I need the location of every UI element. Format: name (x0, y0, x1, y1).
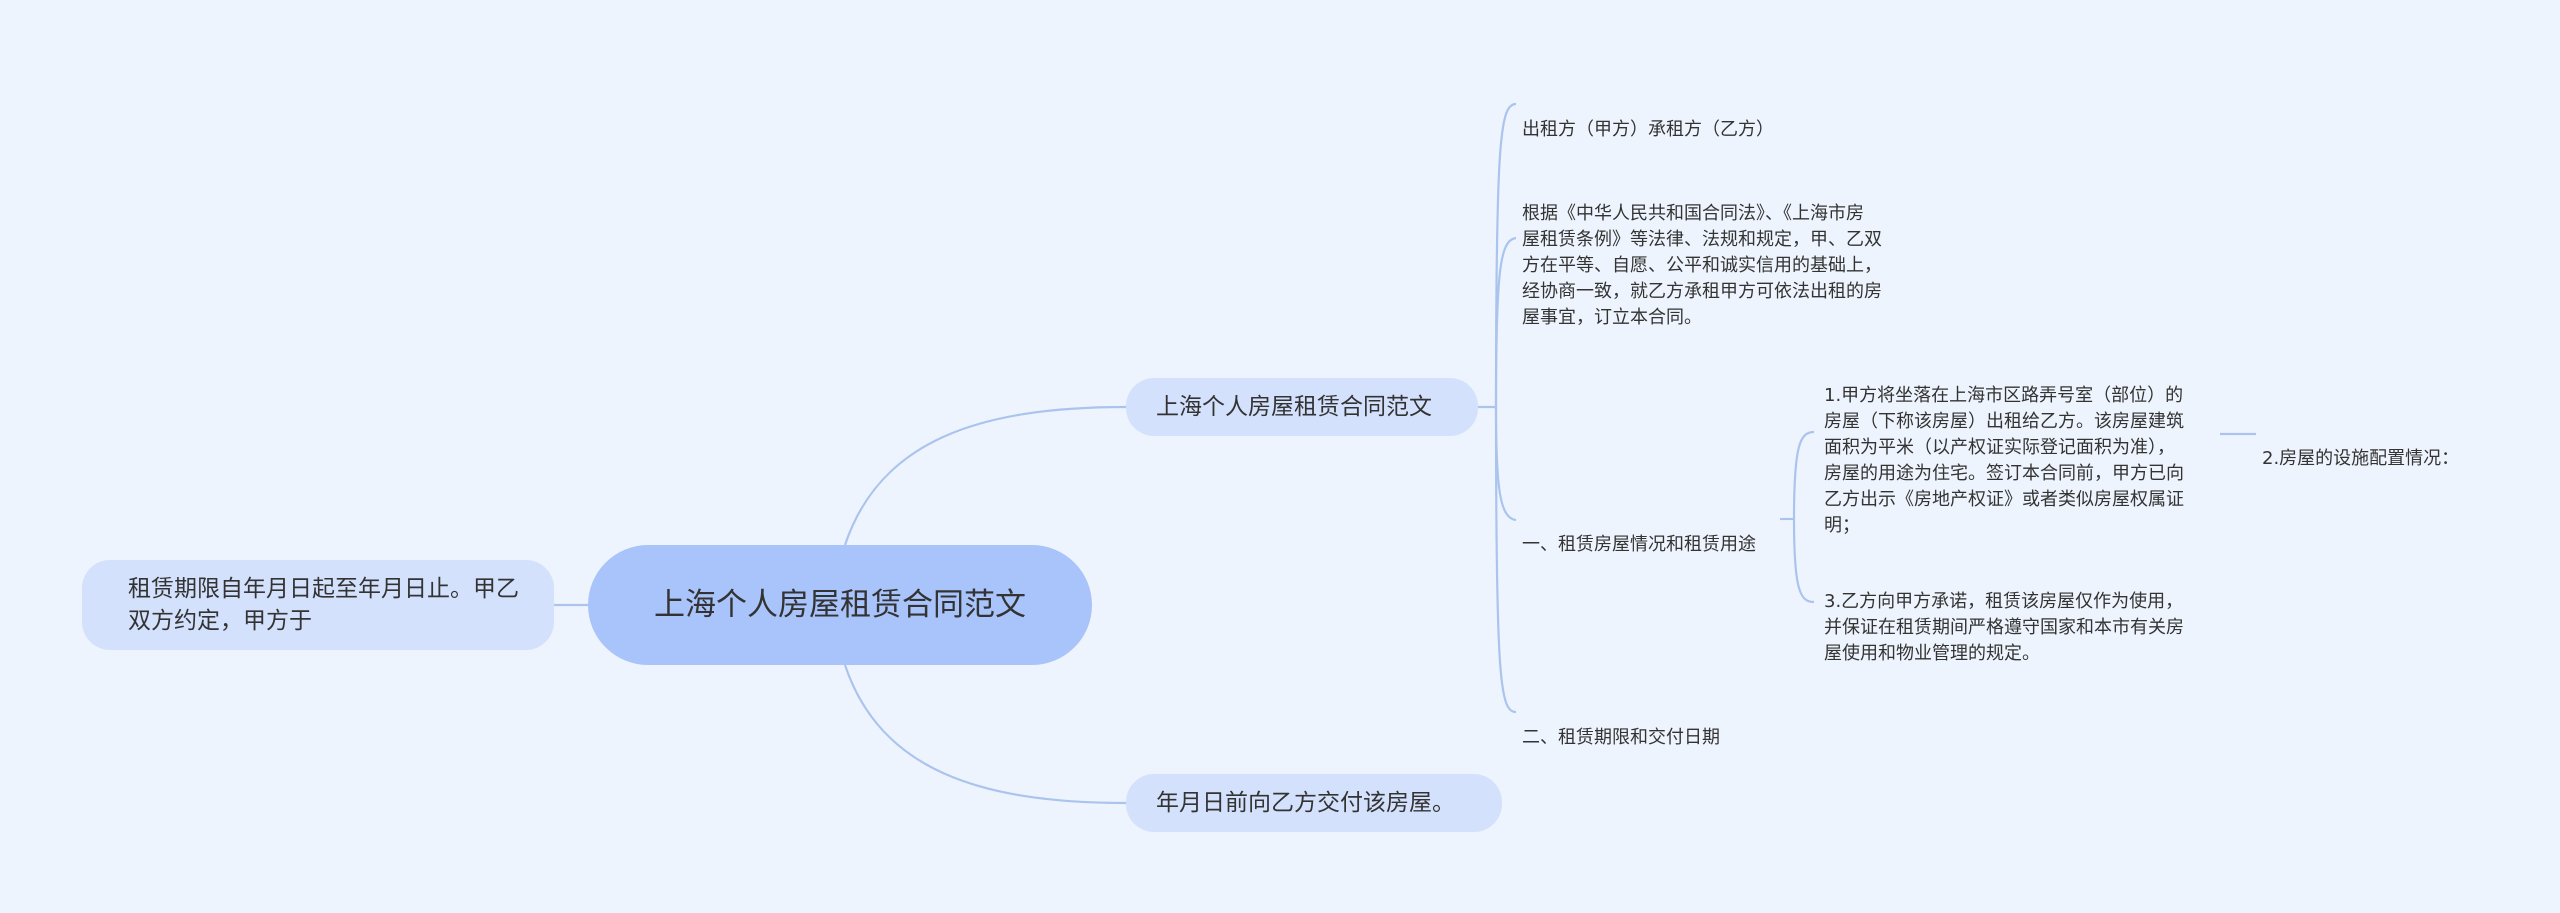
edge-section1-to-item1 (1792, 430, 1815, 520)
edge-section1-to-item3 (1792, 518, 1815, 604)
leaf-preamble[interactable]: 根据《中华人民共和国合同法》、《上海市房 屋租赁条例》等法律、法规和规定，甲、乙… (1522, 175, 1882, 331)
leaf-item2[interactable]: 2.房屋的设施配置情况： (2262, 420, 2459, 472)
leaf-parties-label: 出租方（甲方）承租方（乙方） (1522, 119, 1774, 140)
leaf-section2-label: 二、租赁期限和交付日期 (1522, 727, 1720, 748)
edge-top-to-preamble (1494, 236, 1517, 408)
leaf-section1-label: 一、租赁房屋情况和租赁用途 (1522, 534, 1756, 555)
leaf-item1[interactable]: 1.甲方将坐落在上海市区路弄号室（部位）的 房屋（下称该房屋）出租给乙方。该房屋… (1824, 357, 2184, 539)
leaf-parties[interactable]: 出租方（甲方）承租方（乙方） (1522, 91, 1774, 143)
edge-top-to-section1 (1494, 406, 1517, 522)
left-branch-node[interactable]: 租赁期限自年月日起至年月日止。甲乙双方约定，甲方于 (82, 560, 554, 650)
edge-root-to-bottom (843, 664, 1127, 805)
leaf-item2-label: 2.房屋的设施配置情况： (2262, 448, 2460, 469)
left-branch-label: 租赁期限自年月日起至年月日止。甲乙双方约定，甲方于 (128, 576, 519, 634)
leaf-section1[interactable]: 一、租赁房屋情况和租赁用途 (1522, 506, 1756, 558)
leaf-item1-label: 1.甲方将坐落在上海市区路弄号室（部位）的 房屋（下称该房屋）出租给乙方。该房屋… (1824, 385, 2184, 536)
edge-root-to-top (843, 405, 1127, 546)
bottom-branch-node[interactable]: 年月日前向乙方交付该房屋。 (1126, 774, 1502, 832)
edge-top-to-parties (1494, 102, 1517, 408)
root-node-label: 上海个人房屋租赁合同范文 (654, 587, 1026, 623)
leaf-item3[interactable]: 3.乙方向甲方承诺，租赁该房屋仅作为使用， 并保证在租赁期间严格遵守国家和本市有… (1824, 563, 2184, 667)
leaf-preamble-label: 根据《中华人民共和国合同法》、《上海市房 屋租赁条例》等法律、法规和规定，甲、乙… (1522, 203, 1882, 328)
leaf-item3-label: 3.乙方向甲方承诺，租赁该房屋仅作为使用， 并保证在租赁期间严格遵守国家和本市有… (1824, 591, 2184, 664)
leaf-section2[interactable]: 二、租赁期限和交付日期 (1522, 699, 1720, 751)
bottom-branch-label: 年月日前向乙方交付该房屋。 (1156, 790, 1455, 816)
root-node[interactable]: 上海个人房屋租赁合同范文 (588, 545, 1092, 665)
edge-top-to-section2 (1494, 406, 1517, 714)
top-branch-label: 上海个人房屋租赁合同范文 (1156, 394, 1432, 420)
top-branch-node[interactable]: 上海个人房屋租赁合同范文 (1126, 378, 1478, 436)
